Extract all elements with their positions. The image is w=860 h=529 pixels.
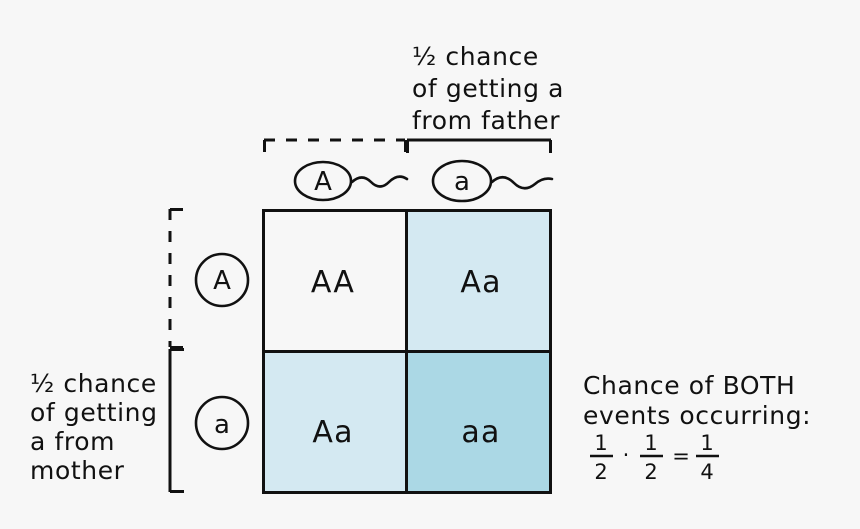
fraction-numerator: 1 bbox=[594, 431, 607, 455]
father-note-line-3: from father bbox=[412, 106, 560, 135]
fraction-denominator: 2 bbox=[594, 460, 607, 484]
fraction-denominator: 4 bbox=[700, 460, 713, 484]
equation-fraction-half-first: 1 2 bbox=[590, 431, 613, 484]
father-allele-a: a bbox=[431, 159, 554, 203]
punnett-cell-label-aa: aa bbox=[461, 415, 500, 450]
equation-equals-sign: = bbox=[672, 444, 690, 468]
mother-allele-A-label: A bbox=[213, 266, 231, 296]
result-caption-line-1: Chance of BOTH bbox=[583, 371, 795, 400]
father-note: ½ chance of getting a from father bbox=[412, 42, 564, 135]
mother-note-line-4: mother bbox=[30, 456, 125, 485]
result-caption-line-2: events occurring: bbox=[583, 401, 811, 430]
punnett-grid bbox=[262, 209, 552, 494]
father-brackets bbox=[263, 138, 552, 153]
result-caption: Chance of BOTH events occurring: bbox=[583, 371, 811, 430]
result-equation: 1 2 · 1 2 = 1 4 bbox=[590, 431, 719, 484]
father-note-line-2: of getting a bbox=[412, 74, 564, 103]
punnett-cell-label-Aa-top: Aa bbox=[460, 265, 501, 300]
punnett-cell-Aa-top[interactable] bbox=[407, 211, 549, 351]
equation-operator-multiply: · bbox=[623, 443, 630, 467]
fraction-denominator: 2 bbox=[644, 460, 657, 484]
table-row bbox=[264, 351, 549, 492]
mother-note: ½ chance of getting a from mother bbox=[30, 369, 158, 485]
father-bracket-dashed bbox=[263, 138, 407, 152]
mother-allele-a: a bbox=[194, 395, 250, 451]
father-allele-A: A bbox=[293, 160, 409, 202]
mother-bracket-dashed bbox=[168, 208, 183, 349]
mother-note-line-3: a from bbox=[30, 427, 115, 456]
father-note-line-1: ½ chance bbox=[412, 42, 539, 71]
equation-fraction-quarter: 1 4 bbox=[696, 431, 719, 484]
mother-note-line-2: of getting bbox=[30, 398, 158, 427]
father-allele-A-label: A bbox=[314, 167, 332, 197]
mother-bracket-solid bbox=[168, 348, 184, 493]
mother-brackets bbox=[168, 208, 184, 493]
punnett-cell-label-AA: AA bbox=[311, 265, 355, 300]
father-bracket-solid bbox=[406, 138, 552, 153]
mother-allele-A: A bbox=[194, 252, 250, 308]
punnett-cell-Aa-bottom[interactable] bbox=[264, 351, 407, 492]
punnett-cell-AA[interactable] bbox=[264, 211, 407, 351]
fraction-numerator: 1 bbox=[644, 431, 657, 455]
mother-allele-a-label: a bbox=[214, 410, 230, 440]
mother-note-line-1: ½ chance bbox=[30, 369, 157, 398]
father-allele-a-label: a bbox=[454, 167, 470, 197]
fraction-numerator: 1 bbox=[700, 431, 713, 455]
punnett-cell-label-Aa-bottom: Aa bbox=[312, 415, 353, 450]
table-row bbox=[264, 211, 549, 351]
equation-fraction-half-second: 1 2 bbox=[640, 431, 663, 484]
punnett-cell-aa[interactable] bbox=[407, 351, 549, 492]
